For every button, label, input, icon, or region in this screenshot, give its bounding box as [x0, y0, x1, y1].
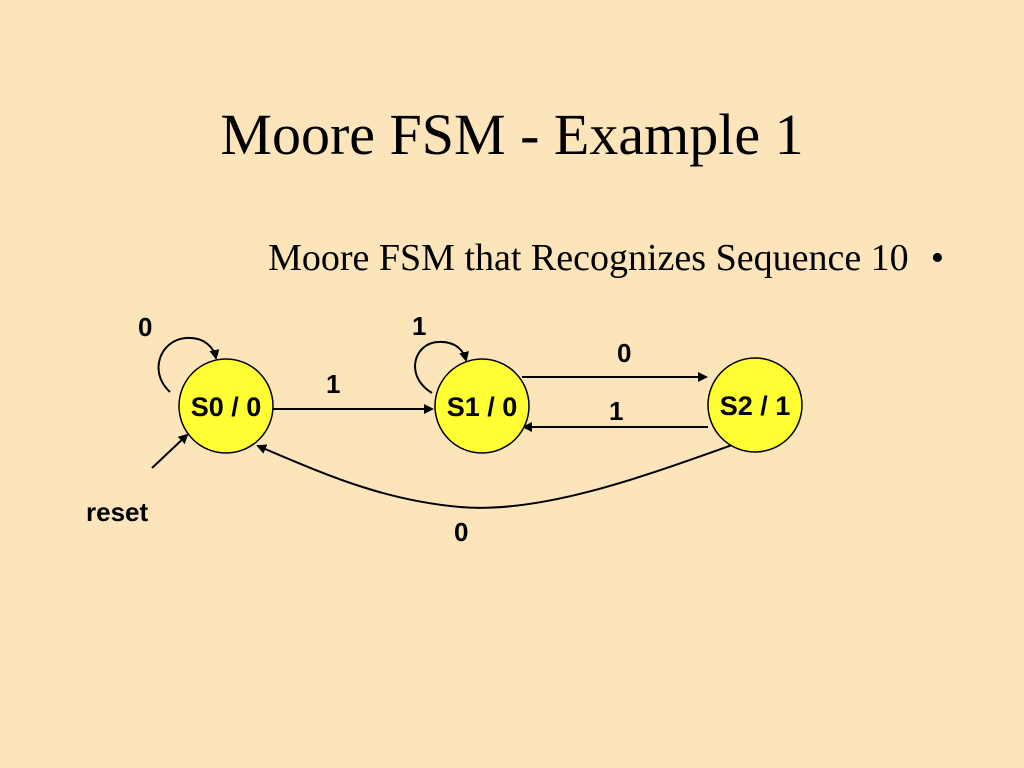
edge-label-s0-to-s1: 1: [326, 369, 340, 399]
edge-label-s2-to-s1: 1: [609, 396, 623, 426]
edge-s0-self-loop: [157, 336, 220, 393]
reset-label: reset: [86, 497, 148, 527]
edge-s1-self-loop: [414, 340, 469, 394]
slide-title: Moore FSM - Example 1: [220, 102, 804, 167]
edge-label-s0-self: 0: [138, 312, 152, 342]
state-s2-circle: [707, 357, 803, 453]
state-s1: S1 / 0: [434, 358, 530, 454]
bullet-text: Moore FSM that Recognizes Sequence 10: [268, 237, 909, 279]
state-s0-circle: [178, 358, 274, 454]
bullet-line: Moore FSM that Recognizes Sequence 10 •: [0, 234, 944, 282]
reset-arrow: [151, 433, 189, 469]
state-s1-label: S1 / 0: [447, 392, 518, 422]
state-s2: S2 / 1: [707, 357, 803, 453]
state-s1-circle: [434, 358, 530, 454]
edge-s2-to-s0: [256, 443, 736, 509]
state-s0-label: S0 / 0: [191, 392, 262, 422]
edge-label-s2-to-s0: 0: [454, 517, 468, 547]
edge-label-s1-to-s2: 0: [617, 338, 631, 368]
state-s0: S0 / 0: [178, 358, 274, 454]
edge-label-s1-self: 1: [412, 311, 426, 341]
state-s2-label: S2 / 1: [720, 391, 791, 421]
bullet-symbol: •: [930, 237, 944, 279]
